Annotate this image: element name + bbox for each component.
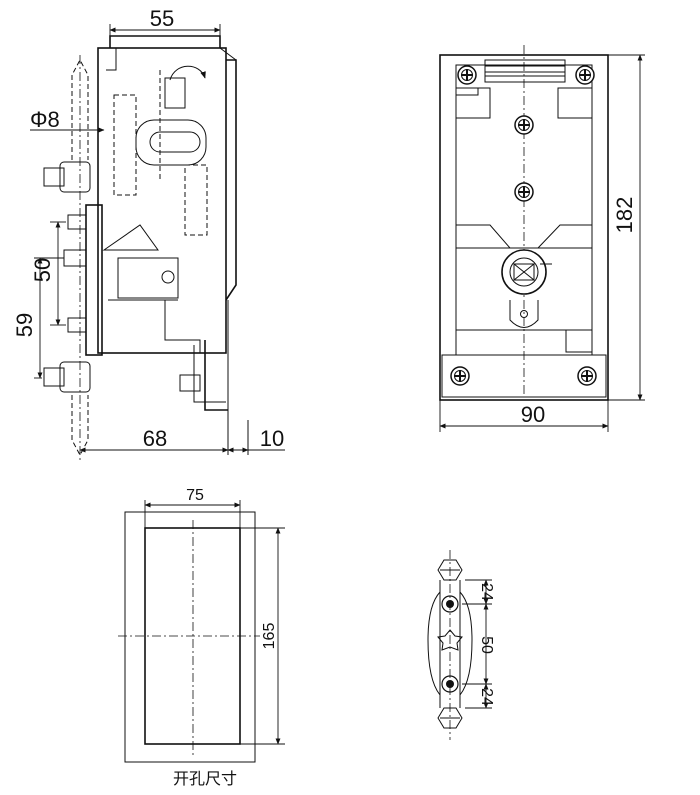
dim-mount-height: 59	[12, 313, 37, 337]
side-view: 55 Φ8 50 59 68 10	[12, 6, 285, 460]
hinge-view: 24 50 24	[427, 550, 495, 740]
dim-side-width: 55	[150, 6, 174, 31]
dim-hinge-lower: 24	[478, 688, 495, 706]
dim-hole-spacing: 50	[30, 258, 55, 282]
dim-hinge-upper: 24	[478, 583, 495, 601]
dim-pin-diameter: Φ8	[30, 107, 60, 132]
dim-cutout-width: 75	[186, 487, 204, 504]
front-view: 182 90	[439, 45, 645, 432]
dim-front-width: 90	[521, 402, 545, 427]
dim-cutout-height: 165	[261, 623, 278, 650]
cutout-caption: 开孔尺寸	[173, 769, 237, 788]
dim-depth: 68	[143, 426, 167, 451]
dim-flange: 10	[260, 426, 284, 451]
dim-front-height: 182	[612, 197, 637, 234]
cutout-view: 75 165 开孔尺寸	[118, 487, 285, 788]
dim-hinge-center: 50	[478, 636, 495, 654]
